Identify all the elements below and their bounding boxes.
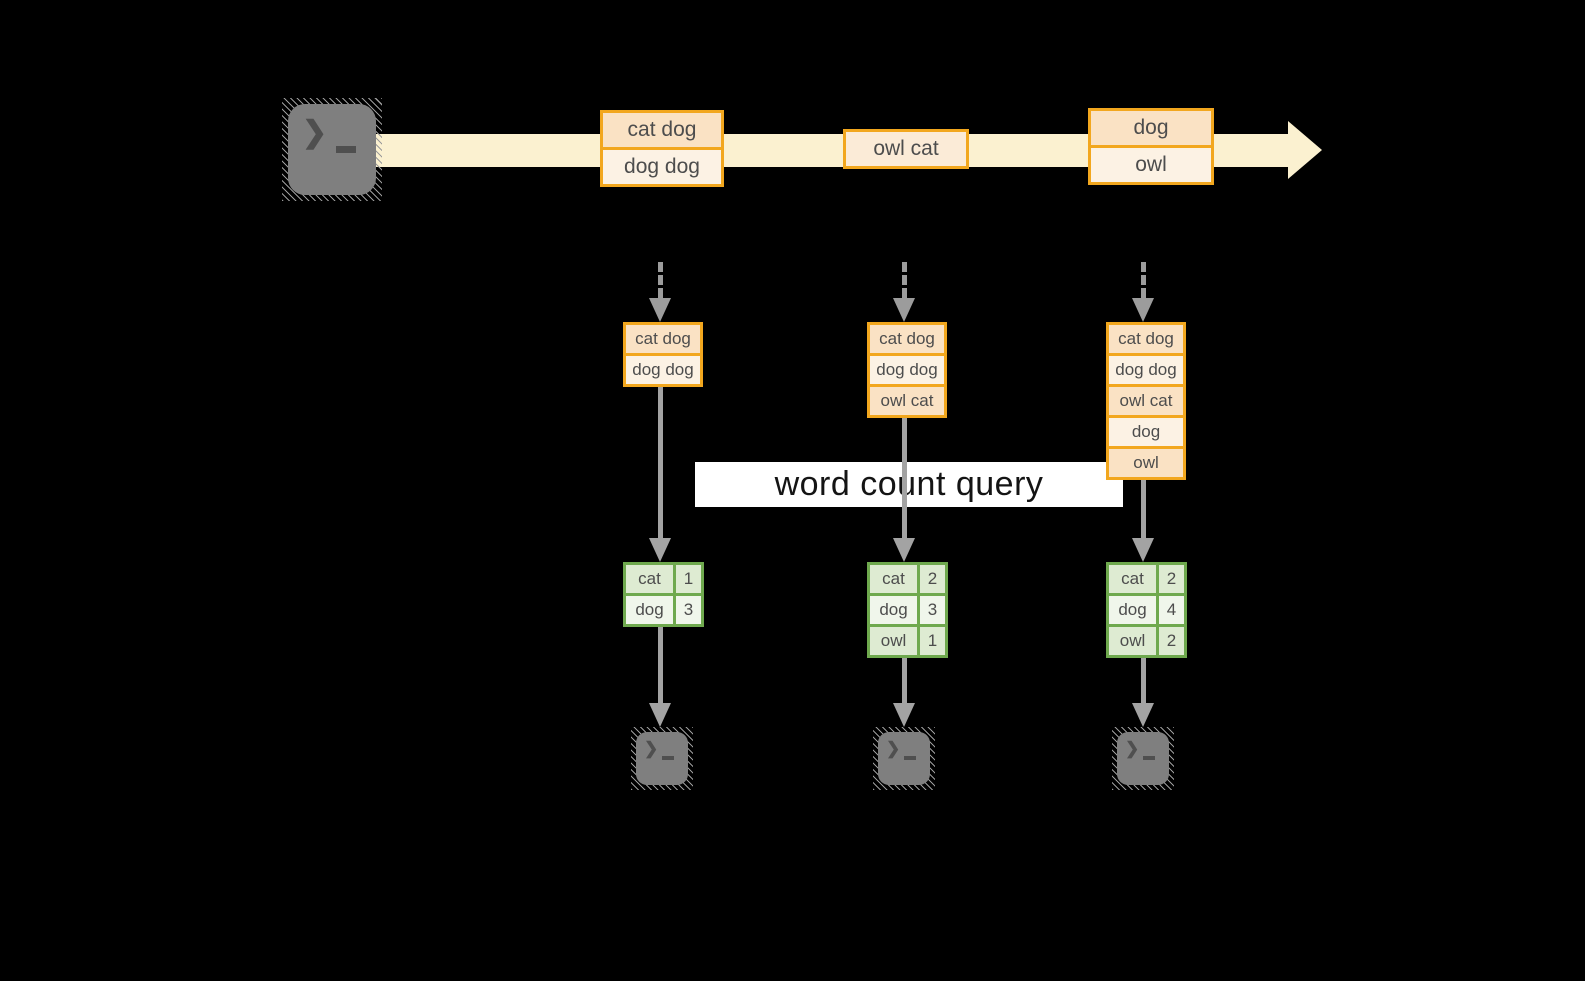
prompt-chevron-icon: ❯	[886, 739, 901, 758]
count-row: dog 4	[1109, 593, 1184, 624]
buffer-row: cat dog	[626, 325, 700, 353]
buffer-row: owl cat	[1109, 384, 1183, 415]
prompt-underscore-icon	[336, 146, 356, 153]
buffer-row: dog dog	[870, 353, 944, 384]
dashed-arrowhead-1	[649, 298, 671, 322]
banner-label: word count query	[774, 465, 1044, 503]
terminal-icon-body: ❯	[1117, 732, 1169, 785]
dashed-arrow-line-3	[1141, 262, 1146, 298]
event-row: owl cat	[846, 132, 966, 166]
arrow-line-table-to-terminal-2	[902, 656, 907, 705]
count-row: cat 2	[870, 565, 945, 593]
dashed-arrowhead-2	[893, 298, 915, 322]
count-word: cat	[870, 565, 917, 593]
count-row: dog 3	[626, 593, 701, 624]
prompt-chevron-icon: ❯	[1125, 739, 1140, 758]
prompt-chevron-icon: ❯	[302, 116, 328, 149]
buffer-row: owl cat	[870, 384, 944, 415]
count-word: owl	[870, 627, 917, 655]
buffer-row: cat dog	[1109, 325, 1183, 353]
stream-event-2: owl cat	[843, 129, 969, 169]
count-table-1: cat 1 dog 3	[623, 562, 704, 627]
arrowhead-table-1	[649, 538, 671, 562]
arrow-line-table-to-terminal-3	[1141, 656, 1146, 705]
buffer-row: dog	[1109, 415, 1183, 446]
terminal-icon-body: ❯	[878, 732, 930, 785]
count-table-2: cat 2 dog 3 owl 1	[867, 562, 948, 658]
count-value: 4	[1156, 596, 1184, 624]
word-count-query-banner: word count query	[695, 462, 1123, 507]
arrow-line-buffer-to-table-3	[1141, 478, 1146, 540]
terminal-output-icon-2: ❯	[873, 727, 935, 790]
arrowhead-table-3	[1132, 538, 1154, 562]
count-value: 1	[917, 627, 945, 655]
count-value: 1	[673, 565, 701, 593]
count-word: owl	[1109, 627, 1156, 655]
count-row: owl 1	[870, 624, 945, 655]
buffer-row: dog dog	[626, 353, 700, 384]
terminal-source-icon: ❯	[282, 98, 382, 201]
arrow-line-table-to-terminal-1	[658, 625, 663, 705]
prompt-underscore-icon	[662, 756, 674, 760]
terminal-output-icon-1: ❯	[631, 727, 693, 790]
count-row: cat 2	[1109, 565, 1184, 593]
terminal-icon-body: ❯	[636, 732, 688, 785]
arrow-line-buffer-to-table-1	[658, 385, 663, 540]
stream-arrowhead-icon	[1288, 121, 1322, 179]
count-row: cat 1	[626, 565, 701, 593]
count-value: 2	[1156, 565, 1184, 593]
count-value: 3	[917, 596, 945, 624]
terminal-icon-body: ❯	[288, 104, 376, 195]
terminal-output-icon-3: ❯	[1112, 727, 1174, 790]
event-row: owl	[1091, 145, 1211, 182]
buffer-row: cat dog	[870, 325, 944, 353]
buffer-stack-3: cat dog dog dog owl cat dog owl	[1106, 322, 1186, 480]
count-word: dog	[1109, 596, 1156, 624]
count-word: cat	[626, 565, 673, 593]
prompt-chevron-icon: ❯	[644, 739, 659, 758]
count-row: owl 2	[1109, 624, 1184, 655]
count-word: dog	[870, 596, 917, 624]
event-row: dog dog	[603, 147, 721, 184]
event-row: dog	[1091, 111, 1211, 145]
count-value: 2	[1156, 627, 1184, 655]
dashed-arrowhead-3	[1132, 298, 1154, 322]
arrow-line-buffer-to-table-2	[902, 416, 907, 540]
arrowhead-terminal-2	[893, 703, 915, 727]
stream-event-3: dog owl	[1088, 108, 1214, 185]
dashed-arrow-line-1	[658, 262, 663, 298]
arrowhead-terminal-1	[649, 703, 671, 727]
count-table-3: cat 2 dog 4 owl 2	[1106, 562, 1187, 658]
prompt-underscore-icon	[904, 756, 916, 760]
dashed-arrow-line-2	[902, 262, 907, 298]
stream-event-1: cat dog dog dog	[600, 110, 724, 187]
prompt-underscore-icon	[1143, 756, 1155, 760]
arrowhead-terminal-3	[1132, 703, 1154, 727]
count-word: dog	[626, 596, 673, 624]
buffer-row: owl	[1109, 446, 1183, 477]
count-word: cat	[1109, 565, 1156, 593]
buffer-stack-2: cat dog dog dog owl cat	[867, 322, 947, 418]
arrowhead-table-2	[893, 538, 915, 562]
count-value: 3	[673, 596, 701, 624]
buffer-row: dog dog	[1109, 353, 1183, 384]
count-row: dog 3	[870, 593, 945, 624]
buffer-stack-1: cat dog dog dog	[623, 322, 703, 387]
event-row: cat dog	[603, 113, 721, 147]
count-value: 2	[917, 565, 945, 593]
